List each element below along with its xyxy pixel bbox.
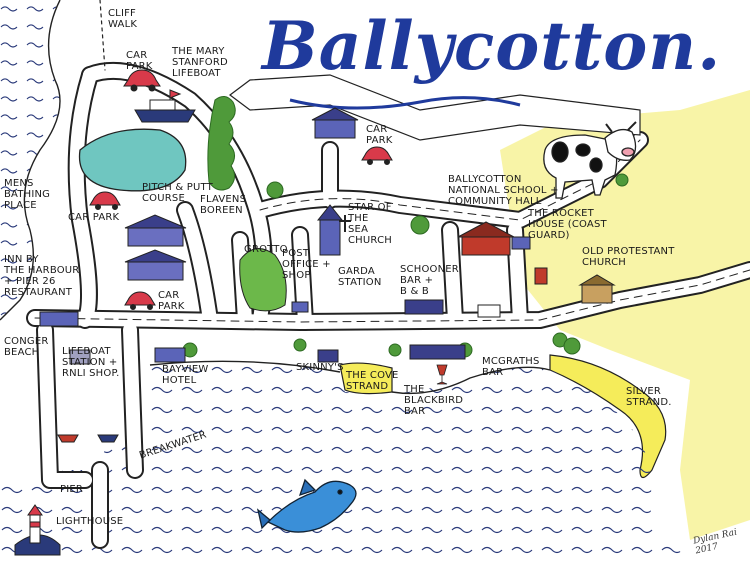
label-grotto: GROTTO [244, 244, 288, 255]
grotto-green [239, 248, 287, 312]
label-lifeboat-station: LIFEBOAT STATION + RNLI SHOP. [62, 346, 120, 379]
label-rocket-house: THE ROCKET HOUSE (COAST GUARD) [528, 208, 607, 241]
dolphin-icon [256, 478, 357, 533]
label-pier: PIER [60, 484, 84, 495]
label-national-school: BALLYCOTTON NATIONAL SCHOOL + COMMUNITY … [448, 174, 559, 207]
label-inn-by-harbour: INN BY THE HARBOUR + PIER 26 RESTAURANT [4, 254, 80, 298]
label-blackbird: THE BLACKBIRD BAR [404, 384, 464, 417]
label-lifeboat: THE MARY STANFORD LIFEBOAT [172, 46, 228, 79]
label-car-park-left: CAR PARK [68, 212, 120, 223]
label-garda-station: GARDA STATION [338, 266, 382, 288]
lifeboat-icon [134, 89, 196, 123]
church-icon [316, 204, 351, 256]
label-mens-bathing: MENS BATHING PLACE [4, 178, 51, 211]
label-post-office: POST OFFICE + SHOP [282, 248, 331, 281]
label-car-park-top: CAR PARK [126, 50, 153, 72]
map-title: Ballycotton. [262, 7, 722, 85]
label-flavens-boreen: FLAVENS BOREEN [200, 194, 247, 216]
wine-glass-icon [436, 364, 448, 385]
label-pitch-putt: PITCH & PUTT COURSE [142, 182, 213, 204]
car-icon [89, 69, 393, 310]
label-mcgraths: McGRATHS BAR [482, 356, 540, 378]
label-car-park-lower: CAR PARK [158, 290, 185, 312]
label-skinnys: SKINNY'S [296, 362, 344, 373]
cow-icon [543, 121, 637, 199]
boat-icon [57, 434, 119, 443]
label-cliff-walk: CLIFF WALK [108, 8, 138, 30]
label-star-of-sea: STAR OF THE SEA CHURCH [348, 202, 392, 246]
title-flourish [289, 96, 521, 110]
west-sea [0, 0, 61, 321]
pitch-putt-pond [78, 128, 187, 192]
label-car-park-centre: CAR PARK [366, 124, 393, 146]
label-silver-strand: SILVER STRAND. [626, 386, 672, 408]
label-bayview: BAYVIEW HOTEL [162, 364, 209, 386]
house-icon [39, 107, 616, 365]
label-lighthouse: LIGHTHOUSE [56, 516, 124, 527]
south-sea [0, 360, 690, 562]
tree-icon [182, 96, 629, 358]
lighthouse-icon [14, 504, 61, 556]
roads [26, 0, 750, 549]
label-cove-strand: THE COVE STRAND [346, 370, 399, 392]
label-conger-beach: CONGER BEACH [4, 336, 49, 358]
label-old-protestant: OLD PROTESTANT CHURCH [582, 246, 675, 268]
label-schooner: SCHOONER BAR + B & B [400, 264, 459, 297]
